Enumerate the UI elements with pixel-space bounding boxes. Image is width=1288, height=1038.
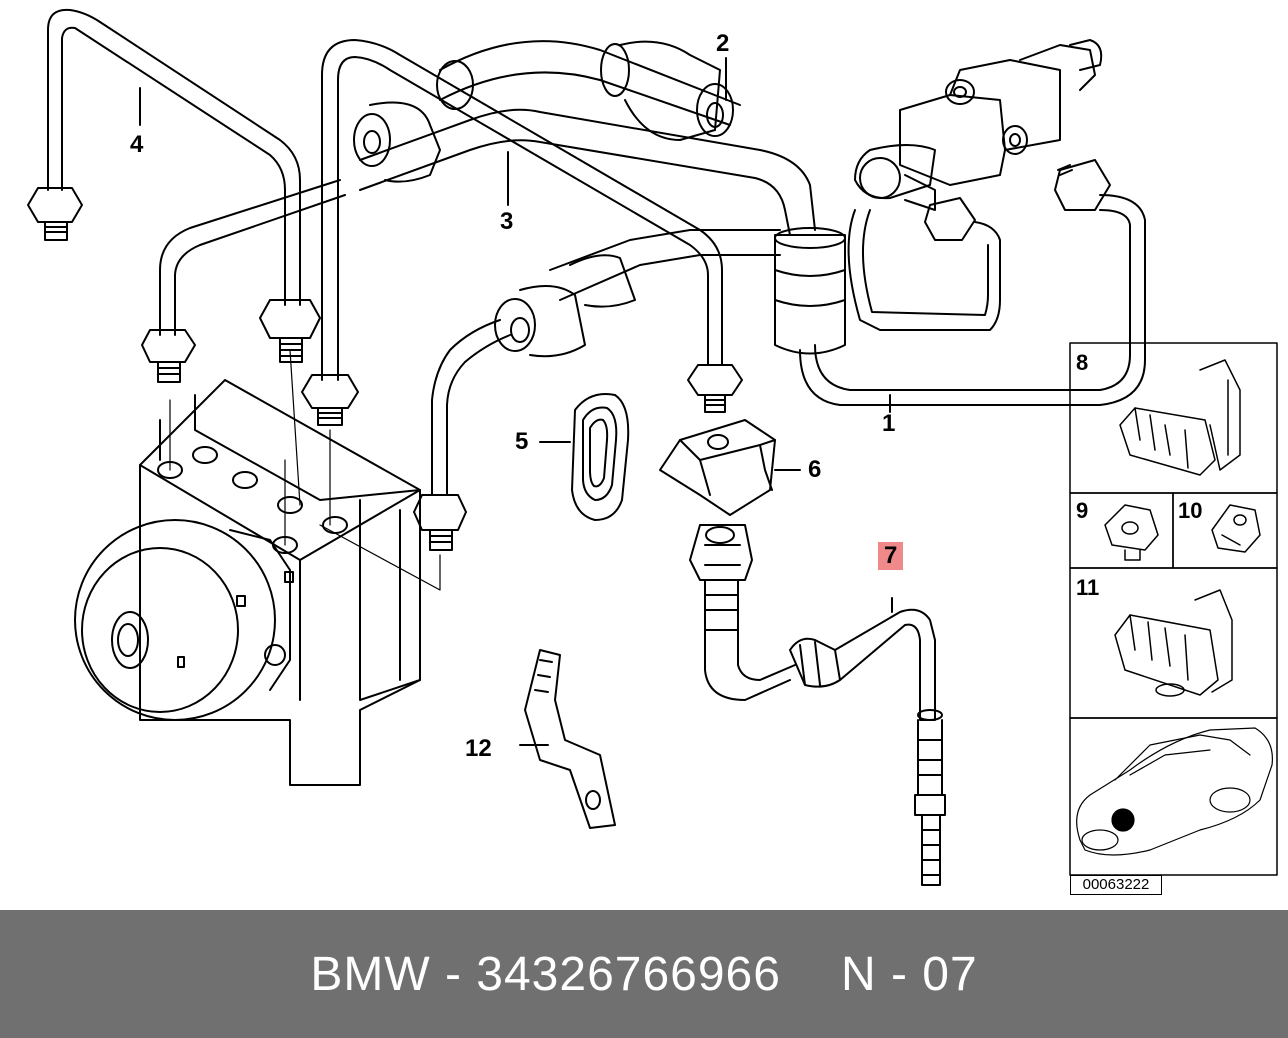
brake-hose-7 xyxy=(689,524,946,886)
inset-panels xyxy=(1069,342,1278,876)
inset-label-8: 8 xyxy=(1076,350,1089,375)
brake-pipe-left xyxy=(141,179,346,383)
footer-brand-part: BMW - 34326766966 xyxy=(310,947,781,1001)
part-label-7-highlighted: 7 xyxy=(878,542,904,570)
brake-pipe-4 xyxy=(27,8,321,363)
part-label-2: 2 xyxy=(716,30,730,57)
brake-pipe-abs-right xyxy=(413,319,511,551)
valve-block xyxy=(854,39,1103,211)
parts-diagram: 4 2 3 5 6 1 7 12 8 9 10 11 00063222 xyxy=(27,8,1278,895)
clip-11-drawing xyxy=(1114,589,1233,697)
bracket-12 xyxy=(519,649,616,829)
brake-pipe-3 xyxy=(301,39,743,426)
part-label-6: 6 xyxy=(808,456,822,483)
inset-label-9: 9 xyxy=(1076,498,1089,523)
car-location-drawing xyxy=(1076,727,1273,856)
reference-code: 00063222 xyxy=(1070,875,1162,895)
part-label-3: 3 xyxy=(500,208,514,235)
grommet-5 xyxy=(539,393,630,521)
main-hose-assembly xyxy=(353,40,846,358)
abs-unit xyxy=(74,349,441,786)
footer-bar: BMW - 34326766966 N - 07 xyxy=(0,910,1288,1038)
clip-10-drawing xyxy=(1211,504,1261,553)
inset-label-10: 10 xyxy=(1178,498,1203,523)
inset-label-11: 11 xyxy=(1076,575,1100,600)
part-label-5: 5 xyxy=(515,428,529,455)
part-label-1: 1 xyxy=(882,410,896,437)
footer-position: N - 07 xyxy=(840,947,978,1001)
clip-8-drawing xyxy=(1119,359,1241,476)
part-label-4: 4 xyxy=(130,131,144,158)
part-label-12: 12 xyxy=(465,735,492,762)
brake-pipe-1 xyxy=(799,159,1146,406)
bracket-6 xyxy=(659,419,801,516)
clip-9-drawing xyxy=(1104,504,1159,561)
